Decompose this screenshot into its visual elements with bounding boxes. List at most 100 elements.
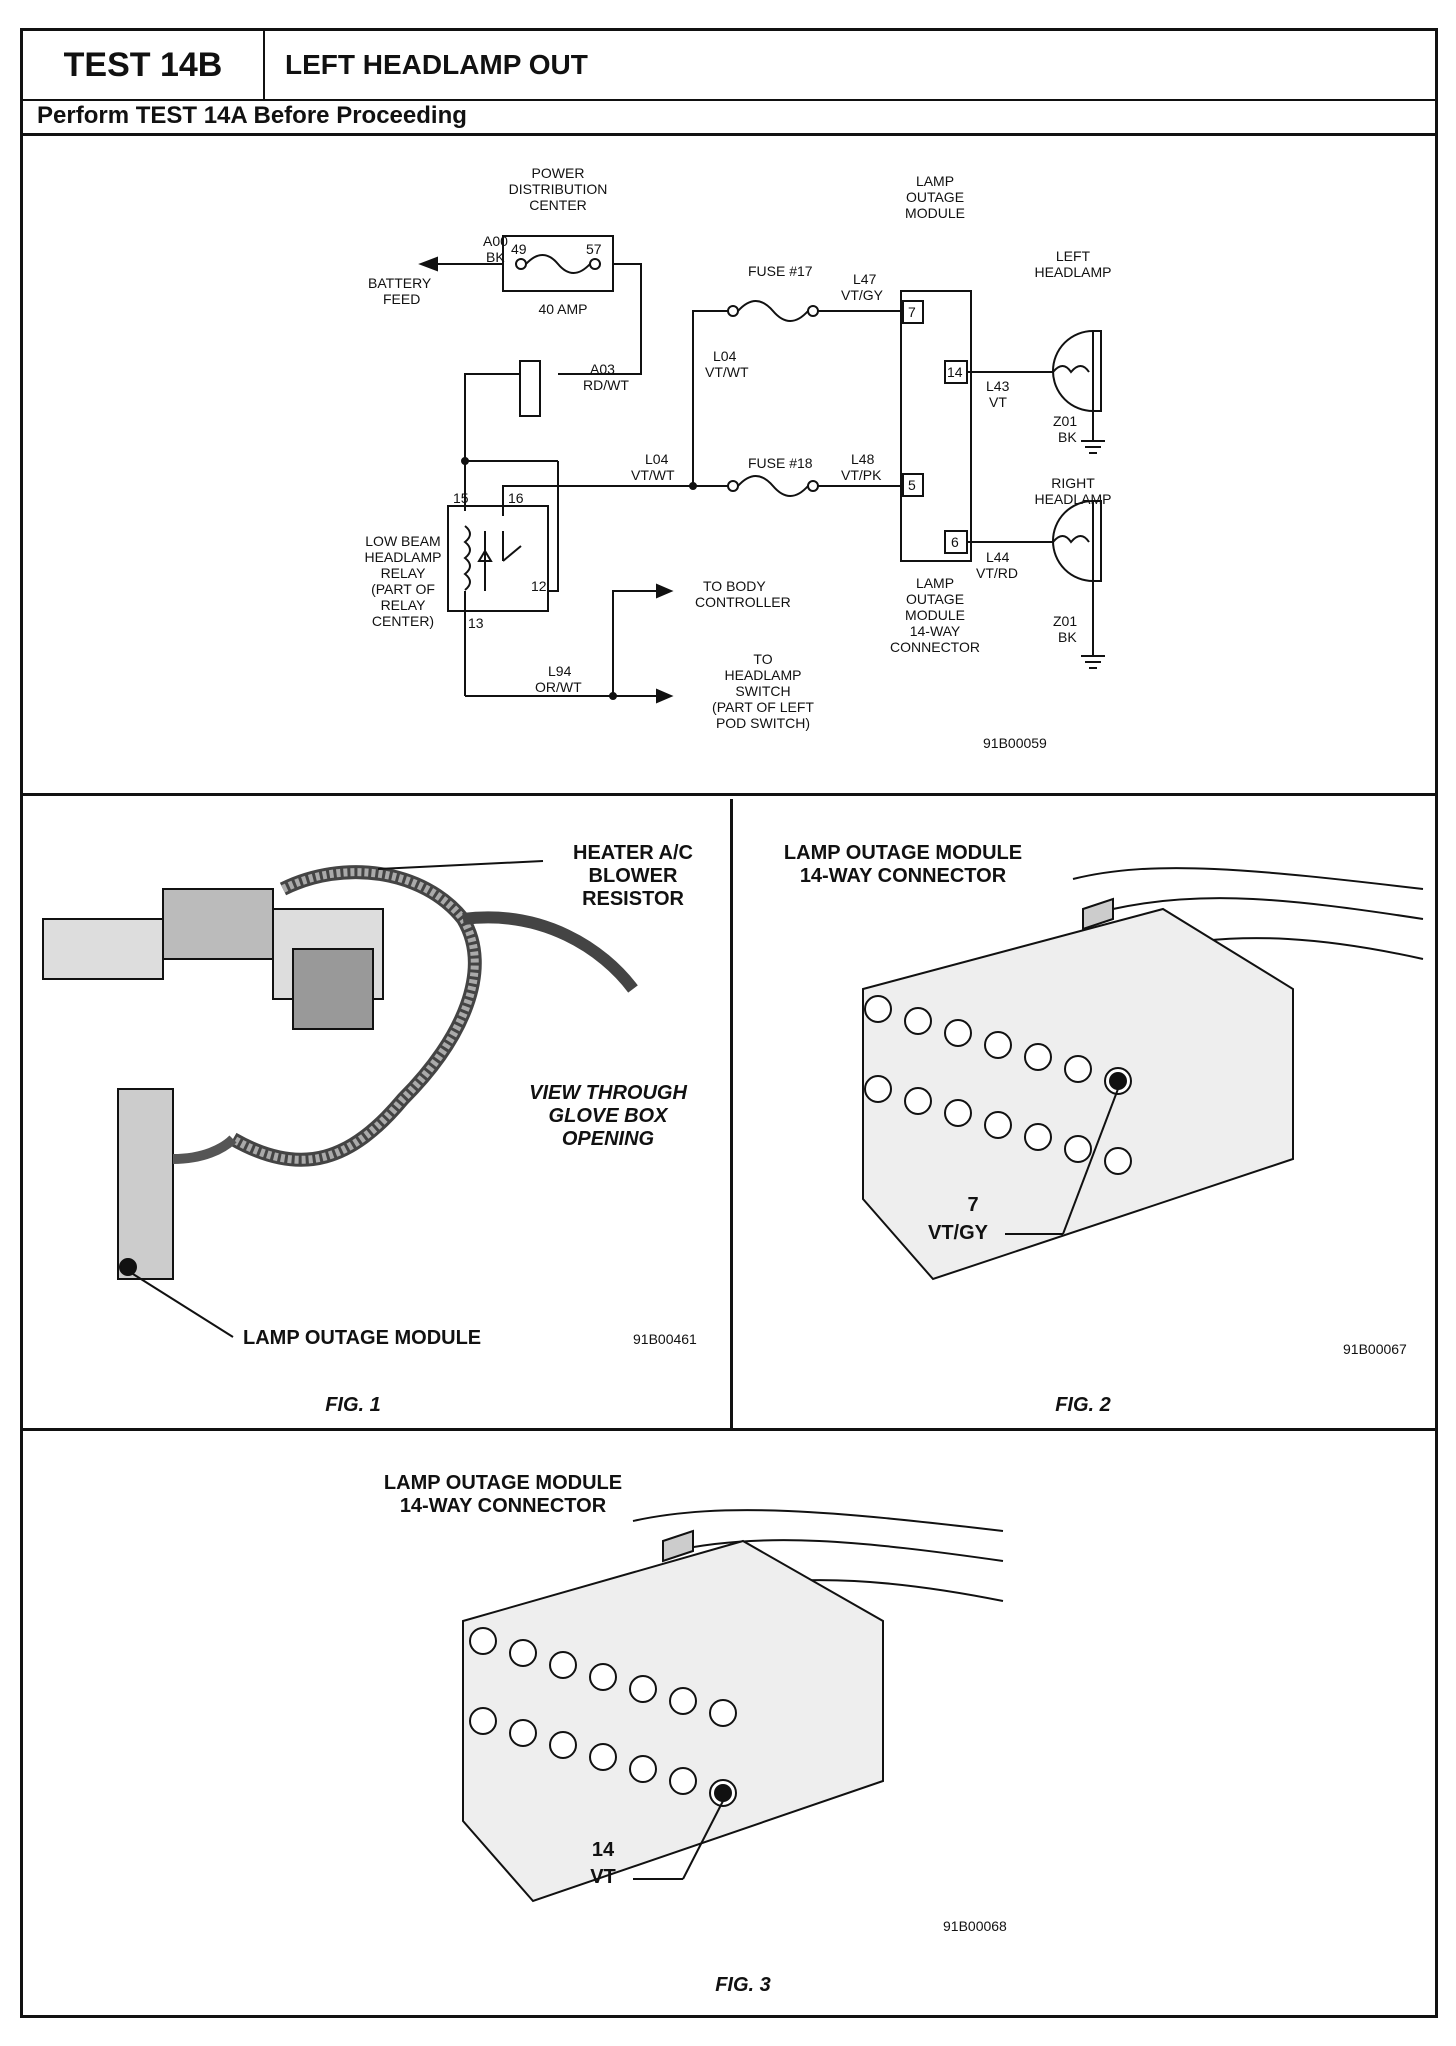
a03-color: RD/WT [583,377,629,393]
fuse18-label: FUSE #18 [748,455,813,471]
relay-label-3: RELAY [381,565,427,581]
l04-mid-color: VT/WT [631,467,675,483]
header-row: TEST 14B LEFT HEADLAMP OUT [23,31,1435,101]
fig2-pin-color: VT/GY [928,1222,989,1244]
l94-color: OR/WT [535,679,582,695]
fig3-code: 91B00068 [943,1918,1007,1934]
to-switch-3: SWITCH [735,683,790,699]
fig1-heater-2: BLOWER [589,865,678,887]
pin-49: 49 [511,241,527,257]
test-title: LEFT HEADLAMP OUT [285,49,588,80]
l04-top-code: L04 [713,348,737,364]
fig2-caption: FIG. 2 [1055,1394,1111,1416]
l94-code: L94 [548,663,572,679]
fig3-title-2: 14-WAY CONNECTOR [400,1495,607,1517]
l43-code: L43 [986,378,1010,394]
left-headlamp-1: LEFT [1056,248,1091,264]
relay-pin-15: 15 [453,490,469,506]
z01b-code: Z01 [1053,613,1077,629]
pdc-amp: 40 AMP [538,301,587,317]
pdc-label-3: CENTER [529,197,587,213]
fuse17-label: FUSE #17 [748,263,813,279]
schematic-code: 91B00059 [983,735,1047,751]
lom-pin-5: 5 [908,477,916,493]
a00-code: A00 [483,233,508,249]
fig1-heater-1: HEATER A/C [573,842,693,864]
l44-code: L44 [986,549,1010,565]
z01b-color: BK [1058,629,1077,645]
fig3-pin-number: 14 [592,1839,615,1861]
fig2-title-1: LAMP OUTAGE MODULE [784,842,1022,864]
fig3-title-1: LAMP OUTAGE MODULE [384,1472,622,1494]
fig1-caption: FIG. 1 [325,1394,381,1416]
lom-bot-5: CONNECTOR [890,639,980,655]
to-switch-5: POD SWITCH) [716,715,810,731]
lom-pin-14: 14 [947,364,963,380]
fig3-caption: FIG. 3 [715,1974,771,1996]
z01a-code: Z01 [1053,413,1077,429]
right-headlamp-1: RIGHT [1051,475,1095,491]
relay-label-6: CENTER) [372,613,434,629]
page-frame: TEST 14B LEFT HEADLAMP OUT Perform TEST … [20,28,1438,2018]
fig2-pin-number: 7 [967,1194,978,1216]
relay-label-5: RELAY [381,597,427,613]
to-switch-2: HEADLAMP [724,667,801,683]
battery-label-1: BATTERY [368,275,432,291]
fig1-panel: HEATER A/C BLOWER RESISTOR VIEW THROUGH … [23,799,733,1431]
fig2-title-2: 14-WAY CONNECTOR [800,865,1007,887]
relay-pin-12: 12 [531,578,547,594]
to-body-2: CONTROLLER [695,594,791,610]
to-body-1: TO BODY [703,578,766,594]
fig3-pin-color: VT [590,1866,616,1888]
fig2-panel: LAMP OUTAGE MODULE 14-WAY CONNECTOR 7 VT… [733,799,1435,1431]
relay-pin-16: 16 [508,490,524,506]
l47-color: VT/GY [841,287,884,303]
fig3-illustration: LAMP OUTAGE MODULE 14-WAY CONNECTOR 14 V… [384,1472,1007,1996]
to-switch-1: TO [753,651,772,667]
lom-pin-7: 7 [908,304,916,320]
lom-pin-6: 6 [951,534,959,550]
fig2-illustration: LAMP OUTAGE MODULE 14-WAY CONNECTOR 7 VT… [784,842,1424,1416]
l47-code: L47 [853,271,877,287]
wiring-schematic: POWER DISTRIBUTION CENTER 40 AMP 49 57 A… [364,165,1111,751]
relay-label-2: HEADLAMP [364,549,441,565]
subtitle-row: Perform TEST 14A Before Proceeding [23,99,1435,136]
left-headlamp-2: HEADLAMP [1034,264,1111,280]
schematic-panel: POWER DISTRIBUTION CENTER 40 AMP 49 57 A… [23,136,1435,796]
test-id: TEST 14B [23,31,265,99]
to-switch-4: (PART OF LEFT [712,699,814,715]
fig1-lom-label: LAMP OUTAGE MODULE [243,1327,481,1349]
a00-color: BK [486,249,505,265]
lom-top-3: MODULE [905,205,965,221]
fig1-illustration: HEATER A/C BLOWER RESISTOR VIEW THROUGH … [42,842,697,1416]
z01a-color: BK [1058,429,1077,445]
battery-label-2: FEED [383,291,420,307]
relay-label-4: (PART OF [371,581,435,597]
relay-label-1: LOW BEAM [365,533,440,549]
lom-bot-4: 14-WAY [910,623,961,639]
pin-57: 57 [586,241,602,257]
fig1-heater-3: RESISTOR [582,888,684,910]
l04-top-color: VT/WT [705,364,749,380]
fig3-panel: LAMP OUTAGE MODULE 14-WAY CONNECTOR 14 V… [23,1431,1435,2015]
l04-mid-code: L04 [645,451,669,467]
lom-top-1: LAMP [916,173,954,189]
lom-bot-1: LAMP [916,575,954,591]
subtitle: Perform TEST 14A Before Proceeding [37,102,467,129]
fig1-view-3: OPENING [562,1128,654,1150]
pdc-label-2: DISTRIBUTION [509,181,608,197]
a03-code: A03 [590,361,615,377]
l48-color: VT/PK [841,467,882,483]
l44-color: VT/RD [976,565,1018,581]
right-headlamp-2: HEADLAMP [1034,491,1111,507]
relay-pin-13: 13 [468,615,484,631]
fig1-view-2: GLOVE BOX [549,1105,670,1127]
fig2-code: 91B00067 [1343,1341,1407,1357]
pdc-label-1: POWER [532,165,585,181]
lom-top-2: OUTAGE [906,189,964,205]
lom-bot-2: OUTAGE [906,591,964,607]
l43-color: VT [989,394,1007,410]
fig1-code: 91B00461 [633,1331,697,1347]
fig1-view-1: VIEW THROUGH [529,1082,687,1104]
l48-code: L48 [851,451,875,467]
